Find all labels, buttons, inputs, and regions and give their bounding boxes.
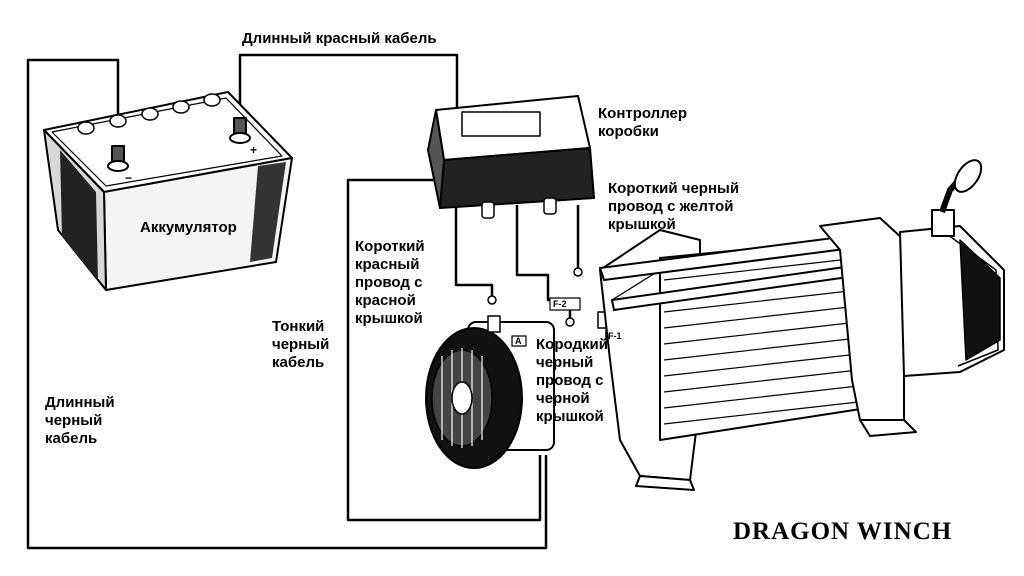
- red-cap: [487, 295, 497, 305]
- battery: [43, 91, 293, 291]
- label-long-red-cable: Длинный красный кабель: [242, 30, 437, 47]
- winch: [425, 159, 1005, 491]
- label-controller-box: Контроллер коробки: [598, 105, 688, 140]
- short-red-wire: [454, 205, 494, 302]
- thin-black-cable-wire: [346, 178, 542, 522]
- long-black-cable-wire: [26, 58, 548, 550]
- battery-positive-terminal: [229, 117, 251, 144]
- controller-box: [427, 95, 595, 219]
- terminal-tag-f1: F-1: [608, 331, 622, 341]
- label-short-red-red-cap: Короткий красный провод с красной крышко…: [355, 238, 425, 327]
- yellow-cap: [573, 267, 583, 277]
- battery-plus-mark: +: [250, 143, 257, 157]
- terminal-tag-f2: F-2: [553, 299, 567, 309]
- label-short-black-yellow-cap: Короткий черный провод с желтой крышкой: [608, 180, 740, 233]
- battery-negative-terminal: [107, 145, 129, 172]
- long-red-cable-wire: [238, 53, 459, 140]
- terminal-tag-a: A: [515, 336, 522, 346]
- label-thin-black-cable: Тонкий черный кабель: [272, 318, 330, 371]
- label-long-black-cable: Длинный черный кабель: [45, 394, 115, 447]
- black-cap: [565, 317, 575, 327]
- label-short-black-black-cap: Кородкий черный провод с черной крышкой: [536, 336, 608, 425]
- battery-minus-mark: −: [125, 171, 132, 185]
- clutch-lever: [931, 159, 983, 237]
- label-battery: Аккумулятор: [140, 219, 237, 236]
- brand-logo: DRAGON WINCH: [733, 518, 953, 545]
